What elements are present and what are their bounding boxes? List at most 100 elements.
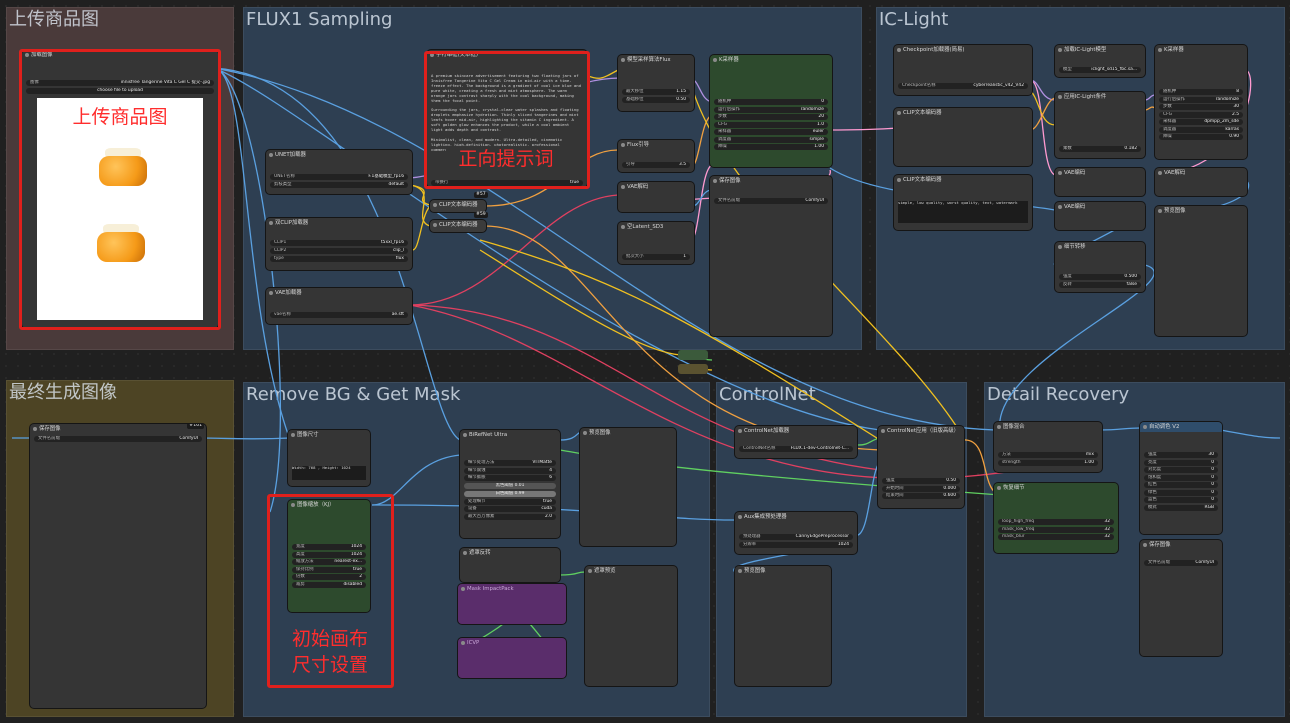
invert-mask-node[interactable]: 遮罩反转 #140 [460, 548, 560, 582]
apply-iclight-conditioning[interactable]: 应用IC-Light条件 #122 IC-Light 乘数0.182 [1055, 92, 1145, 158]
clip-text-encode-126[interactable]: CLIP文本编码器 #126 [894, 108, 1032, 166]
controlnet-apply-node[interactable]: ControlNet应用（旧版高级） #46 强度0.50开始时间0.000结束… [878, 426, 964, 508]
black-threshold-slider[interactable]: 黑色阈值 0.01 [464, 483, 556, 489]
vae-encode-131[interactable]: VAE编码 #131 [1055, 202, 1145, 230]
birefnet-ultra-node[interactable]: BiRefNet Ultra #117 LayerStyle 细节处理方法VIT… [460, 430, 560, 538]
preview-image-129[interactable]: 预览图像 #129 [1155, 206, 1247, 336]
image-size-node[interactable]: 图像尺寸 #79 Easy-Use Width: 768 , Height: 1… [288, 430, 370, 486]
preview-image-118[interactable]: 预览图像 #118 [580, 428, 676, 546]
clip-text-encode-120[interactable]: CLIP文本编码器 #120 simple, low quality, wors… [894, 175, 1032, 230]
checkpoint-loader-node[interactable]: Checkpoint加载器(简易) #125 Checkpoint名称cyber… [894, 45, 1032, 95]
clip-text-encode-57[interactable]: CLIP文本编码器 [430, 200, 486, 212]
flux-guidance-node[interactable]: Flux引导 #50 引导3.5 [618, 140, 694, 172]
icvp-node[interactable]: ICVP [458, 638, 566, 678]
reroute-node-a[interactable] [678, 350, 708, 360]
vae-encode-123[interactable]: VAE编码 #123 [1055, 168, 1145, 196]
upload-button[interactable]: choose file to upload [26, 88, 214, 94]
clip-text-encode-59[interactable]: CLIP文本编码器 [430, 220, 486, 232]
ksampler-116[interactable]: K采样器 #116 随机种0运行后操作randomize步数20CFG1.0采样… [710, 55, 832, 167]
white-threshold-slider[interactable]: 白色阈值 0.99 [464, 491, 556, 497]
vae-decode-128[interactable]: VAE解码 #128 [1155, 168, 1247, 196]
aux-preprocessor-node[interactable]: Aux集成预处理器 #21 comfyui_controlnet_aux 预处理… [735, 512, 857, 554]
preview-image-40[interactable]: 预览图像 #40 [735, 566, 831, 686]
load-iclight-model[interactable]: 加载IC-Light模型 #121 IC-Light 模型iclight_sd1… [1055, 45, 1145, 77]
auto-color-node[interactable]: 自动调色 V2 #134 LayerStyle 强度30亮度0对比度0饱和度0红… [1140, 422, 1222, 534]
negative-prompt-textarea[interactable]: simple, low quality, worst quality, text… [898, 201, 1028, 223]
vae-decode-8[interactable]: VAE解码 #8 [618, 182, 694, 212]
